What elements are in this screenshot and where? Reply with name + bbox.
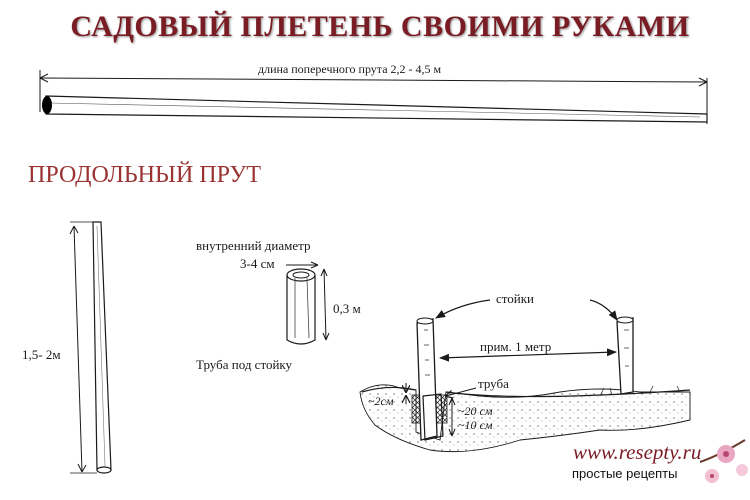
posts-label: стойки — [496, 291, 535, 306]
pipe-label: труба — [478, 376, 509, 391]
fence-scene — [359, 299, 691, 453]
blossom-decoration — [699, 439, 748, 483]
cross-rod-dimension-line — [39, 77, 708, 83]
longitudinal-rod — [69, 221, 112, 474]
pipe-drawing — [286, 261, 330, 345]
page-title: САДОВЫЙ ПЛЕТЕНЬ СВОИМИ РУКАМИ — [70, 10, 690, 43]
watermark-subtitle: простые рецепты — [572, 466, 678, 481]
watermark-site: www.resepty.ru — [573, 440, 702, 464]
depth-10cm-label: ~10 см — [458, 418, 493, 432]
cross-rod — [39, 70, 708, 124]
section-title: ПРОДОЛЬНЫЙ ПРУТ — [28, 162, 262, 188]
depth-2cm-label: ~2см — [368, 394, 394, 408]
spacing-label: прим. 1 метр — [480, 339, 552, 354]
cross-rod-length-label: длина поперечного прута 2,2 - 4,5 м — [258, 62, 442, 76]
rod-length-label: 1,5- 2м — [22, 347, 61, 362]
depth-20cm-label: ~20 см — [458, 404, 493, 418]
inner-diameter-label: внутренний диаметр — [196, 238, 311, 253]
pipe-length-label: 0,3 м — [333, 301, 361, 316]
inner-diameter-value: 3-4 см — [240, 256, 275, 271]
pipe-caption: Труба под стойку — [196, 357, 293, 372]
rod-dimension-line — [73, 225, 83, 473]
